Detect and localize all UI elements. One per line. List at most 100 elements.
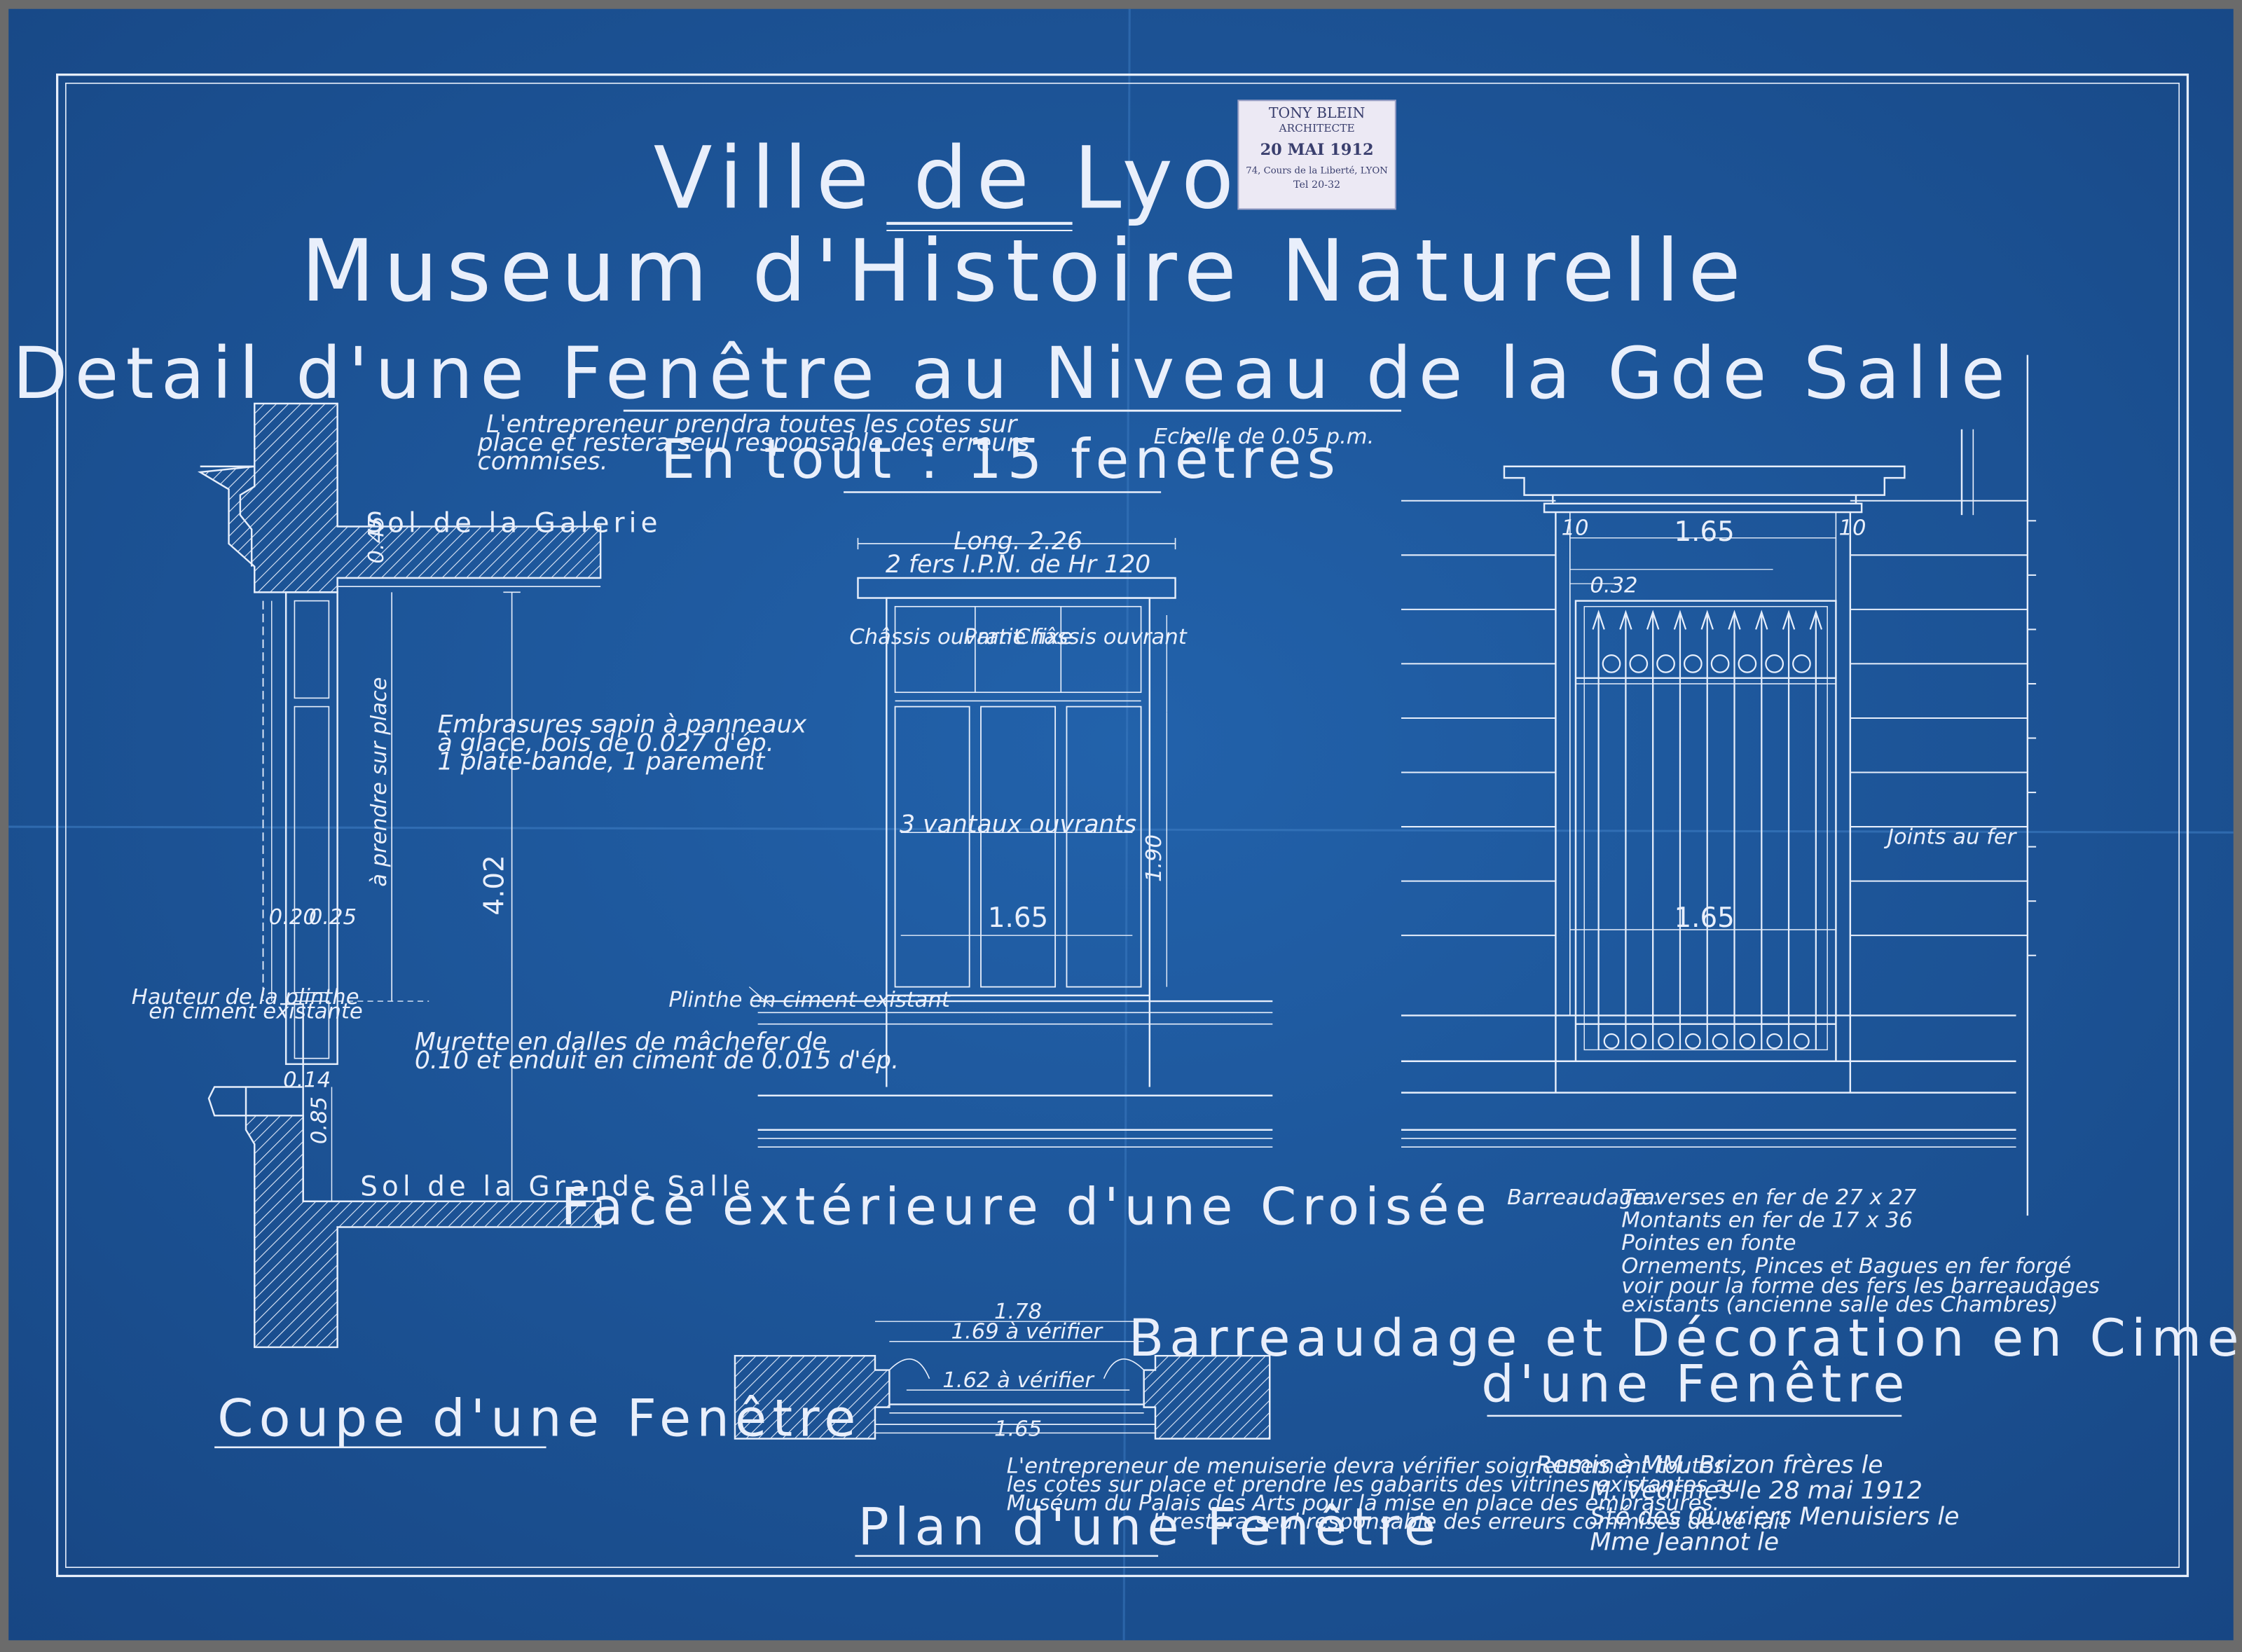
grille-base-scroll	[1712, 1033, 1728, 1049]
blueprint-paper	[8, 8, 2234, 1641]
grille-spec-3: Pointes en fonte	[1621, 1231, 1796, 1255]
stamp-role: ARCHITECTE	[1279, 122, 1355, 135]
section-dim-prendre: à prendre sur place	[367, 677, 392, 886]
section-dim-height: 4.02	[479, 855, 510, 915]
grille-caption-1: Barreaudage et Décoration en Ciment	[1129, 1309, 2242, 1368]
grille-base-scroll	[1739, 1033, 1756, 1049]
note-plinthe-1: Hauteur de la plinthe	[132, 985, 359, 1010]
face-long: Long. 2.26	[954, 528, 1082, 556]
title-ville: Ville de Lyon	[654, 128, 1305, 228]
title-museum: Museum d'Histoire Naturelle	[301, 221, 1749, 321]
section-dim-a: 0.20	[269, 905, 317, 930]
grille-base-scroll	[1630, 1033, 1647, 1049]
grille-spear	[1755, 610, 1768, 630]
note-murette-2: 0.10 et enduit en ciment de 0.015 d'ép.	[415, 1047, 899, 1075]
remis-line-4: Mme Jeannot le	[1590, 1529, 1779, 1557]
grille-base-scroll	[1766, 1033, 1782, 1049]
grille-joints: Joints au fer	[1883, 825, 2018, 850]
grille-spec-label: Barreaudage :	[1507, 1185, 1660, 1210]
grille-scroll	[1710, 654, 1730, 673]
grille-spear	[1700, 610, 1714, 630]
architect-stamp: TONY BLEIN ARCHITECTE 20 MAI 1912 74, Co…	[1237, 99, 1396, 210]
remis-line-3: Sté des Ouvriers Menuisiers le	[1590, 1503, 1959, 1531]
grille-scroll	[1656, 654, 1675, 673]
face-sill-note: Plinthe en ciment existant	[668, 988, 950, 1012]
grille-base-scroll	[1603, 1033, 1620, 1049]
stamp-name: TONY BLEIN	[1269, 104, 1365, 121]
grille-scroll	[1765, 654, 1784, 673]
plan-d165: 1.65	[994, 1417, 1042, 1441]
note-murette-1: Murette en dalles de mâchefer de	[415, 1028, 827, 1056]
grille-spear	[1619, 610, 1632, 630]
remis-line-1: Remis à MM. Brizon frères le	[1536, 1452, 1883, 1480]
grille-width: 1.65	[1674, 516, 1734, 548]
section-dim-b: 0.25	[309, 905, 357, 930]
plan-note-3: Muséum du Palais des Arts pour la mise e…	[1007, 1492, 1719, 1516]
face-labels: Long. 2.26 2 fers I.P.N. de Hr 120 Châss…	[561, 528, 1492, 1237]
face-fers: 2 fers I.P.N. de Hr 120	[886, 551, 1150, 579]
grille-d32: 0.32	[1590, 573, 1637, 598]
plan-d169: 1.69 à vérifier	[951, 1320, 1104, 1344]
grille-spear	[1782, 610, 1796, 630]
grille-base-scroll	[1685, 1033, 1701, 1049]
face-pane-left: Châssis ouvrant	[849, 625, 1022, 649]
plan-d162: 1.62 à vérifier	[942, 1368, 1095, 1393]
grille-scroll	[1629, 654, 1649, 673]
grille-scroll	[1792, 654, 1811, 673]
plan-note-1: L'entrepreneur de menuiserie devra vérif…	[1007, 1454, 1724, 1479]
plan-d178: 1.78	[994, 1300, 1042, 1324]
grille-spec-6: existants (ancienne salle des Chambres)	[1621, 1293, 2058, 1317]
note-embrasure-1: Embrasures sapin à panneaux	[437, 710, 806, 738]
plan-drawing	[734, 1321, 1271, 1440]
section-dim-d: 0.14	[283, 1068, 331, 1092]
title-detail: Detail d'une Fenêtre au Niveau de la Gde…	[13, 332, 2012, 415]
section-note-top-2: place et restera seul responsable des er…	[477, 429, 1030, 457]
face-width: 1.65	[988, 902, 1048, 934]
note-plinthe-2: en ciment existante	[149, 1000, 362, 1024]
grille-base-scroll	[1794, 1033, 1810, 1049]
face-caption: Face extérieure d'une Croisée	[561, 1177, 1492, 1237]
grille-spear	[1809, 610, 1823, 630]
label-sol-galerie: Sol de la Galerie	[366, 508, 661, 539]
grille-scroll	[1683, 654, 1703, 673]
face-vantaux: 3 vantaux ouvrants	[900, 811, 1136, 839]
scale-label: Echelle de 0.05 p.m.	[1154, 425, 1375, 449]
grille-spec-5: voir pour la forme des fers les barreaud…	[1621, 1274, 2100, 1298]
grille-d10-a: 10	[1562, 516, 1589, 541]
grille-spear	[1592, 610, 1605, 630]
grille-d10-b: 10	[1838, 516, 1866, 541]
note-embrasure-2: à glace, bois de 0.027 d'ép.	[437, 729, 773, 757]
face-height: 1.90	[1142, 834, 1167, 882]
face-pane-right: Châssis ouvrant	[1015, 625, 1188, 649]
distribution-notes: Remis à MM. Brizon frères le M. Védrines…	[1536, 1452, 1960, 1557]
grille-spear	[1728, 610, 1741, 630]
grille-scroll	[1738, 654, 1757, 673]
stamp-phone: Tel 20-32	[1293, 179, 1340, 191]
window-count: En tout : 15 fenêtres	[661, 428, 1341, 491]
frame-border	[55, 73, 2189, 1578]
note-embrasure-3: 1 plate-bande, 1 parement	[437, 748, 765, 776]
plan-labels: 1.78 1.69 à vérifier 1.62 à vérifier 1.6…	[855, 1300, 1789, 1557]
grille-caption-2: d'une Fenêtre	[1481, 1354, 1910, 1414]
plan-note-2: les cotes sur place et prendre les gabar…	[1007, 1473, 1741, 1497]
plan-note-4: Il restera seul responsable des erreurs …	[1153, 1510, 1789, 1534]
grille-scroll	[1602, 654, 1621, 673]
plan-caption: Plan d'une Fenêtre	[858, 1498, 1441, 1557]
grille-width-bottom: 1.65	[1674, 902, 1734, 934]
section-note-top-1: L'entrepreneur prendra toutes les cotes …	[486, 411, 1019, 439]
face-drawing	[748, 537, 1273, 1148]
grille-spec-4: Ornements, Pinces et Bagues en fer forgé	[1621, 1254, 2071, 1279]
header: Ville de Lyon Museum d'Histoire Naturell…	[13, 128, 2012, 493]
label-sol-grande-salle: Sol de la Grande Salle	[360, 1171, 755, 1203]
face-pane-mid: Partie fixe	[963, 625, 1073, 649]
grille-drawing	[1401, 355, 2037, 1216]
section-dim-e: 0.45	[364, 516, 389, 563]
section-note-top-3: commises.	[478, 448, 608, 476]
remis-line-2: M. Védrines le 28 mai 1912	[1590, 1477, 1923, 1505]
grille-spear	[1646, 610, 1660, 630]
grille-spec-2: Montants en fer de 17 x 36	[1621, 1208, 1913, 1232]
grille-spear	[1673, 610, 1687, 630]
grille-labels: 10 10 1.65 0.32 1.65 Joints au fer Barre…	[1129, 516, 2242, 1417]
